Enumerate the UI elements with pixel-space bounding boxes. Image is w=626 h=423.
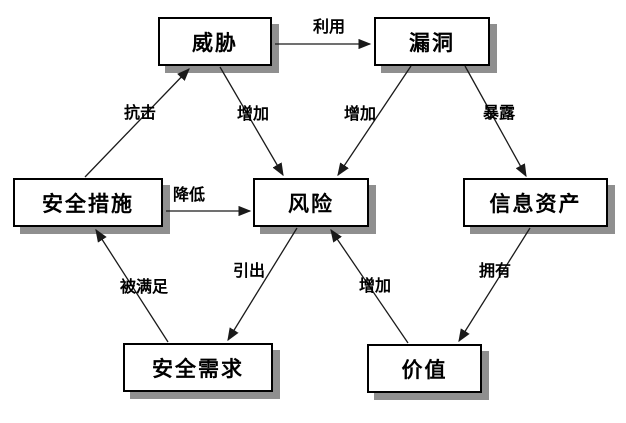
edge-derive-arrow bbox=[227, 227, 298, 342]
edge-label-derive: 引出 bbox=[232, 261, 266, 280]
node-threat: 威胁 bbox=[158, 17, 272, 66]
edge-resist-arrow bbox=[84, 68, 190, 178]
node-assets: 信息资产 bbox=[463, 178, 608, 227]
node-safeguards: 安全措施 bbox=[13, 178, 163, 227]
node-vulnerability: 漏洞 bbox=[374, 17, 490, 66]
node-risk: 风险 bbox=[253, 178, 369, 227]
node-requirements: 安全需求 bbox=[123, 343, 273, 392]
edge-label-increase-threat: 增加 bbox=[236, 104, 270, 123]
edge-own-arrow bbox=[458, 227, 531, 343]
edge-label-satisfied: 被满足 bbox=[119, 277, 169, 296]
edge-label-reduce: 降低 bbox=[172, 185, 206, 204]
edge-label-own: 拥有 bbox=[478, 261, 512, 280]
edge-label-expose: 暴露 bbox=[482, 103, 516, 122]
node-value: 价值 bbox=[367, 344, 482, 393]
edge-label-exploit: 利用 bbox=[312, 17, 346, 36]
edge-label-increase-value: 增加 bbox=[358, 276, 392, 295]
edge-label-increase-vuln: 增加 bbox=[343, 104, 377, 123]
edge-label-resist: 抗击 bbox=[123, 103, 157, 122]
